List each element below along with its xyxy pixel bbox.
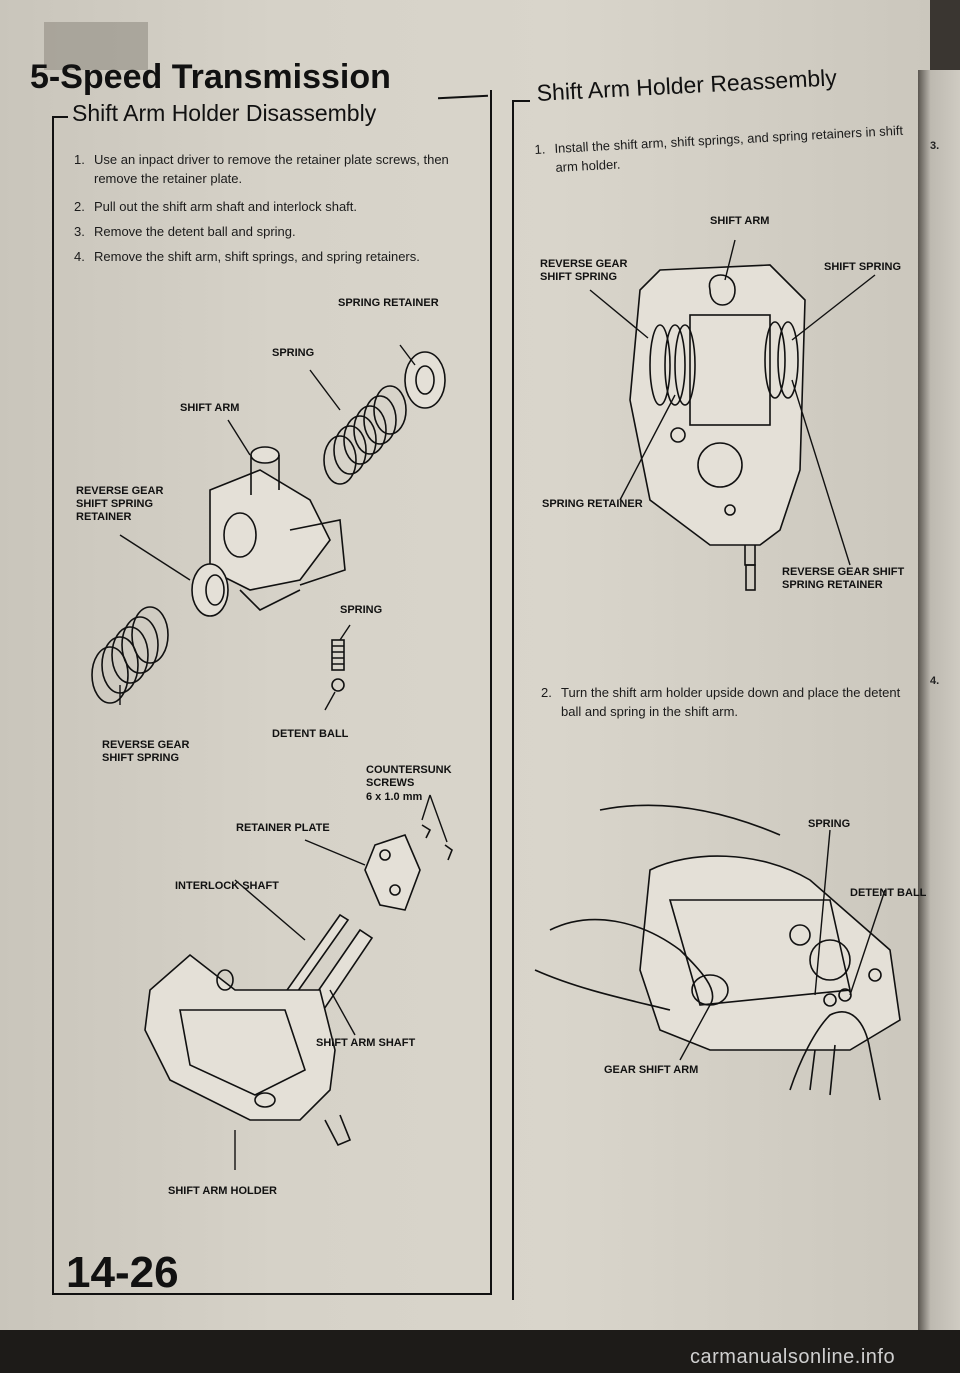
label-shift-arm-holder: SHIFT ARM HOLDER [168, 1185, 277, 1197]
manual-page [0, 0, 930, 1373]
disassembly-exploded-illustration [91, 344, 453, 1170]
left-box-left [52, 116, 54, 1294]
r-label-spring: SPRING [808, 818, 851, 830]
left-step-1: 1.Use an inpact driver to remove the ret… [74, 152, 449, 186]
label-shift-arm-shaft: SHIFT ARM SHAFT [316, 1037, 416, 1049]
r-label-spring-retainer: SPRING RETAINER [542, 498, 643, 510]
label-spring-retainer: SPRING RETAINER [338, 297, 439, 309]
watermark: carmanualsonline.info [690, 1346, 896, 1368]
r-label-gear-shift-arm: GEAR SHIFT ARM [604, 1064, 699, 1076]
r-label-reverse-gear-shift-spring: REVERSE GEAR SHIFT SPRING [540, 258, 628, 283]
left-box-bottom [52, 1293, 492, 1295]
right-box-top-l [512, 100, 530, 102]
page-number: 14-26 [66, 1248, 179, 1297]
r-label-shift-spring: SHIFT SPRING [824, 261, 902, 273]
side-step-3: 3. [930, 140, 940, 152]
label-reverse-gear-shift-spring: REVERSE GEAR SHIFT SPRING [102, 739, 190, 764]
r-label-shift-arm: SHIFT ARM [710, 215, 770, 227]
right-box-left [512, 100, 514, 1300]
label-interlock-shaft: INTERLOCK SHAFT [175, 880, 279, 892]
r-label-detent-ball: DETENT BALL [850, 887, 927, 899]
label-shift-arm: SHIFT ARM [180, 402, 240, 414]
label-countersunk-screws: COUNTERSUNK SCREWS [366, 764, 452, 789]
left-box-right [490, 90, 492, 1295]
r-label-reverse-gear-shift-spring-retainer: REVERSE GEAR SHIFT SPRING RETAINER [782, 566, 905, 591]
reassembly-hand-illustration [534, 804, 901, 1101]
label-spring-mid: SPRING [340, 604, 383, 616]
side-step-4: 4. [930, 675, 940, 687]
section-tab-thumbnail [44, 22, 148, 70]
page-title: 5-Speed Transmission [30, 58, 391, 96]
left-box-top-l [52, 116, 68, 118]
label-retainer-plate: RETAINER PLATE [236, 822, 330, 834]
label-reverse-gear-shift-spring-retainer: REVERSE GEAR SHIFT SPRING RETAINER [76, 485, 164, 523]
page-bottom-shadow [0, 1330, 960, 1373]
adjacent-page-edge: 3. 4. [918, 70, 960, 1330]
reassembly-top-illustration [589, 239, 876, 591]
label-detent-ball: DETENT BALL [272, 728, 349, 740]
label-spring-top: SPRING [272, 347, 315, 359]
label-screw-size: 6 x 1.0 mm [366, 791, 423, 803]
left-heading: Shift Arm Holder Disassembly [72, 100, 377, 126]
